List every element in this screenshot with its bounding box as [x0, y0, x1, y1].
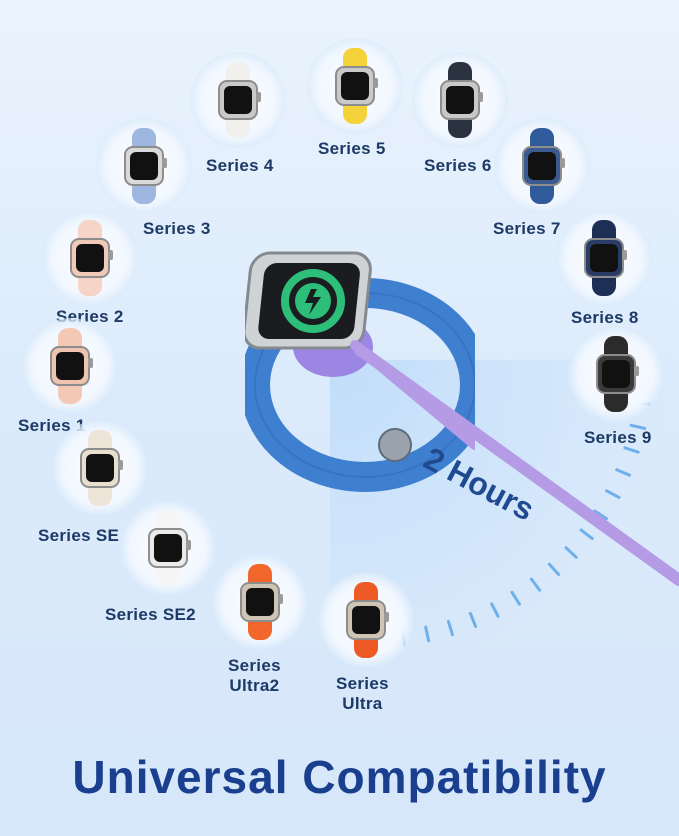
label-series-6: Series 6 — [424, 156, 492, 175]
dial-tick — [605, 489, 621, 499]
watch-series-7 — [494, 118, 590, 214]
dial-tick — [547, 562, 561, 577]
dial-tick — [593, 509, 609, 521]
headline: Universal Compatibility — [72, 751, 607, 803]
label-series-5: Series 5 — [318, 139, 386, 158]
watch-series-ultra — [318, 572, 414, 668]
watch-series-5 — [307, 38, 403, 134]
watch-series-1 — [22, 318, 118, 414]
dial-tick — [510, 590, 521, 606]
label-series-se2: Series SE2 — [105, 605, 196, 624]
watch-series-ultra2 — [212, 554, 308, 650]
dial-tick — [490, 602, 500, 618]
dial-tick — [629, 423, 647, 430]
label-series-8: Series 8 — [571, 308, 639, 327]
label-series-9: Series 9 — [584, 428, 652, 447]
dial-tick — [446, 619, 454, 637]
dial-tick — [564, 546, 578, 559]
label-series-ultra2: Series Ultra2 — [228, 656, 281, 695]
watch-series-se — [52, 420, 148, 516]
label-series-se: Series SE — [38, 526, 120, 545]
watch-series-8 — [556, 210, 652, 306]
watch-series-4 — [190, 52, 286, 148]
dial-tick — [615, 468, 632, 477]
watch-series-9 — [568, 326, 664, 422]
dial-tick — [529, 577, 542, 592]
label-series-3: Series 3 — [143, 219, 211, 238]
dial-tick — [424, 625, 431, 643]
dial-tick — [623, 446, 640, 454]
label-series-ultra: Series Ultra — [336, 674, 389, 713]
dial-tick — [579, 528, 594, 541]
watch-series-2 — [42, 210, 138, 306]
watch-series-6 — [412, 52, 508, 148]
dial-tick — [468, 611, 478, 628]
label-series-4: Series 4 — [206, 156, 274, 175]
label-series-7: Series 7 — [493, 219, 561, 238]
watch-series-se2 — [120, 500, 216, 596]
watch-series-3 — [96, 118, 192, 214]
